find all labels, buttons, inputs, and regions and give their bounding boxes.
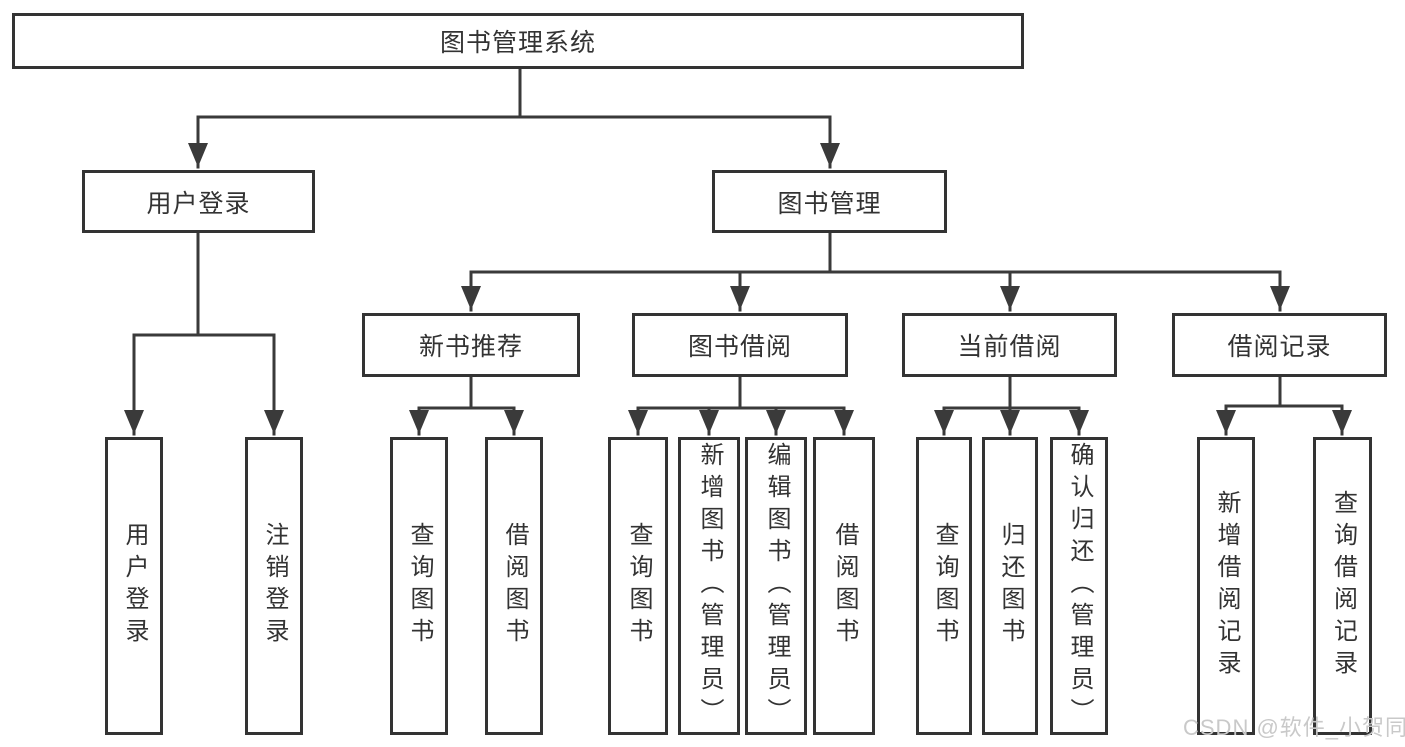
node-label: 新增图书（管理员） [696,442,723,730]
node-current-borrowing: 当前借阅 [902,313,1117,377]
node-label: 归还图书 [997,522,1024,650]
node-label: 确认归还（管理员） [1066,442,1093,730]
node-book-management: 图书管理 [712,170,947,233]
node-label: 图书借阅 [687,333,792,361]
node-leaf-query-books-borrow: 查询图书 [608,437,668,735]
node-leaf-user-login: 用户登录 [105,437,163,735]
node-leaf-borrow-books-recommend: 借阅图书 [485,437,543,735]
node-leaf-add-borrow-record: 新增借阅记录 [1197,437,1255,735]
node-label: 用户登录 [121,522,148,650]
node-label: 查询图书 [406,522,433,650]
node-label: 查询图书 [625,522,652,650]
node-leaf-query-borrow-record: 查询借阅记录 [1313,437,1372,735]
node-library-system: 图书管理系统 [12,13,1024,69]
node-label: 借阅图书 [831,522,858,650]
node-leaf-return-books: 归还图书 [982,437,1038,735]
node-leaf-borrow-books: 借阅图书 [813,437,875,735]
node-leaf-confirm-return-admin: 确认归还（管理员） [1050,437,1108,735]
node-label: 当前借阅 [957,333,1062,361]
node-borrowing-records: 借阅记录 [1172,313,1387,377]
node-book-borrowing: 图书借阅 [632,313,848,377]
csdn-watermark: CSDN @软件_小贺同学 [1183,715,1405,740]
node-new-book-recommend: 新书推荐 [362,313,580,377]
node-label: 新增借阅记录 [1213,490,1240,682]
node-label: 借阅记录 [1227,333,1332,361]
node-leaf-query-books-recommend: 查询图书 [390,437,448,735]
node-leaf-logout: 注销登录 [245,437,303,735]
node-label: 借阅图书 [501,522,528,650]
node-label: 查询借阅记录 [1329,490,1357,682]
node-leaf-edit-books-admin: 编辑图书（管理员） [745,437,807,735]
node-user-login: 用户登录 [82,170,315,233]
node-label: 注销登录 [261,522,288,650]
node-label: 用户登录 [146,189,251,218]
node-label: 图书管理系统 [439,29,596,57]
node-label: 图书管理 [777,189,882,218]
node-label: 查询图书 [931,522,958,650]
node-leaf-add-books-admin: 新增图书（管理员） [678,437,740,735]
node-label: 编辑图书（管理员） [763,442,790,730]
node-leaf-query-books-current: 查询图书 [916,437,972,735]
node-label: 新书推荐 [418,333,523,361]
